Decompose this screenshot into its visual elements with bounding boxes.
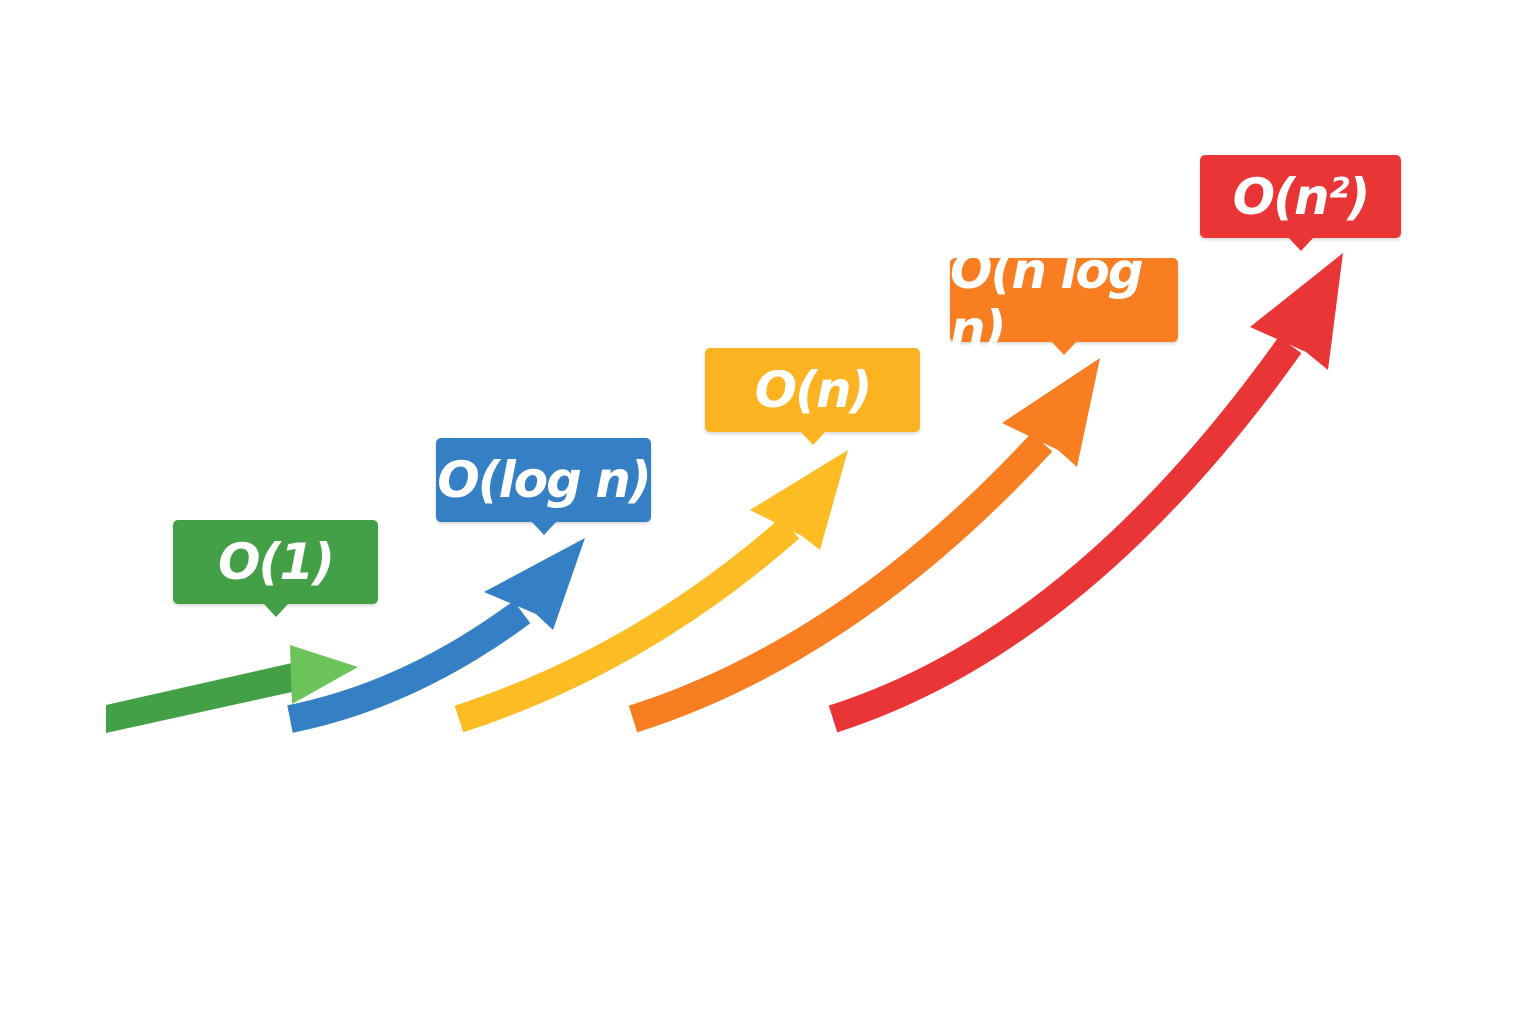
label-ologn: O(log n): [436, 438, 652, 535]
label-onlogn: O(n log n): [950, 242, 1178, 358]
label-on2: O(n²): [1200, 155, 1401, 251]
arrow-on-shaft: [454, 517, 800, 733]
arrow-o1-head: [290, 645, 358, 704]
arrow-ologn-head: [484, 538, 585, 630]
arrow-onlogn-head: [1002, 358, 1100, 467]
arrow-on2-head: [1250, 253, 1343, 370]
arrow-onlogn-shaft: [628, 432, 1053, 733]
arrow-o1: [106, 645, 358, 733]
arrow-on2-shaft: [828, 336, 1302, 733]
arrow-o1-shaft: [106, 663, 292, 733]
label-o1: O(1): [173, 520, 378, 617]
arrow-on-head: [750, 450, 848, 550]
arrow-ologn-shaft: [287, 600, 531, 733]
label-on: O(n): [705, 348, 920, 445]
arrow-onlogn: [628, 358, 1100, 733]
arrow-on: [454, 450, 848, 733]
arrow-on2: [828, 253, 1343, 733]
arrow-ologn: [287, 538, 585, 733]
